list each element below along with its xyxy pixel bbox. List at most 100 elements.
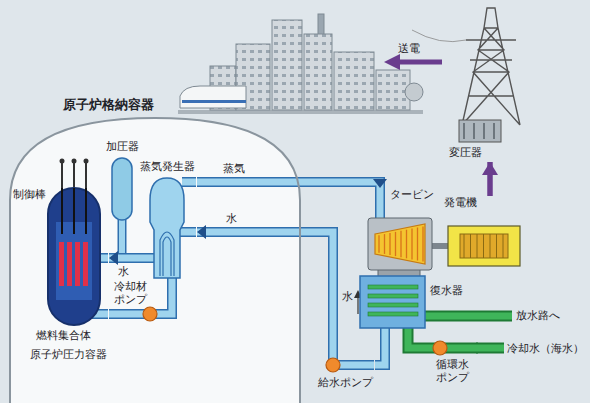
control-rod xyxy=(73,188,75,234)
containment-fill xyxy=(10,118,300,403)
component-node: 復水器 xyxy=(358,272,470,328)
pipe-wall xyxy=(114,309,166,319)
fuel-assembly xyxy=(67,242,72,286)
turbine-blade xyxy=(417,228,418,261)
component-label: 復水器 xyxy=(430,284,463,297)
containment-outline xyxy=(10,118,300,403)
pipe-bore xyxy=(377,188,384,222)
component-node: タービン xyxy=(365,188,436,274)
pipe-bore xyxy=(197,182,380,188)
fuel-assembly xyxy=(83,242,88,286)
pipe-connector xyxy=(197,179,387,188)
pipe-wall xyxy=(182,177,196,187)
component-label: タービン xyxy=(390,188,434,201)
component-node: 蒸気発生器 xyxy=(138,160,197,282)
pipe-bore xyxy=(375,328,385,365)
pressurizer-pipe xyxy=(122,218,123,258)
turbine-casing xyxy=(368,218,432,270)
pump-symbol xyxy=(326,358,340,372)
arrow-head xyxy=(109,251,118,265)
control-rod xyxy=(73,162,75,234)
pipe-connector xyxy=(166,282,172,314)
generator-coil xyxy=(483,234,484,258)
generator-coil xyxy=(477,234,478,258)
flow-label: 水 xyxy=(342,290,353,303)
arrow-head xyxy=(482,162,498,175)
turbine-blade xyxy=(389,233,390,255)
pipe-wall xyxy=(375,188,385,222)
component-node: 加圧器 xyxy=(100,140,144,220)
steam-outlet xyxy=(182,182,196,183)
generator-coil xyxy=(490,234,491,258)
pipe-connector xyxy=(109,314,114,315)
turbine-blade xyxy=(384,234,385,254)
pipe-bore xyxy=(109,311,114,318)
component-node: 冷却材 ポンプ xyxy=(114,280,166,330)
component-label: 冷却材 ポンプ xyxy=(114,280,154,306)
transformer-fin xyxy=(463,123,465,139)
turbine-blade xyxy=(406,230,407,259)
pipe-wall xyxy=(109,309,114,319)
component-label: 発電機 xyxy=(444,196,477,209)
flow-label: 水 xyxy=(224,212,239,225)
pipe-wall xyxy=(197,182,380,188)
u-tube xyxy=(160,232,174,276)
part-label: 制御棒 xyxy=(13,188,46,201)
transformer-fin xyxy=(483,123,485,139)
generator-rotor xyxy=(460,234,508,258)
flow-label: 水 xyxy=(116,265,131,278)
component-node: 給水ポンプ xyxy=(316,356,375,396)
turbine-rotor xyxy=(375,224,425,264)
pipe-bore xyxy=(408,328,428,348)
pipe-wall xyxy=(166,282,172,314)
component-drawing xyxy=(138,160,197,282)
pipe-wall xyxy=(375,328,385,365)
pressurizer-vessel xyxy=(112,158,132,220)
component-label: 原子炉格納容器 xyxy=(63,98,154,111)
generator-coil xyxy=(496,234,497,258)
steam-generator-shell xyxy=(150,178,184,278)
condenser-tube xyxy=(368,303,418,307)
control-rod xyxy=(85,162,87,234)
control-rod xyxy=(85,188,87,234)
fuel-assembly xyxy=(59,242,64,286)
component-label: 変圧器 xyxy=(449,146,482,159)
part-label: 燃料集合体 xyxy=(36,329,91,342)
component-label: 循環水 ポンプ xyxy=(436,358,476,384)
flow-label: 蒸気 xyxy=(221,162,247,175)
pipe-bore xyxy=(166,282,172,314)
condenser-tube xyxy=(368,285,418,289)
generator-body xyxy=(448,226,520,266)
coolant-pipe xyxy=(114,314,166,315)
pipe-wall xyxy=(197,232,333,356)
condenser-tube xyxy=(368,312,418,316)
component-node: 発電機 xyxy=(440,196,525,270)
pressure-vessel xyxy=(48,188,100,325)
part-label: 放水路へ xyxy=(516,309,560,322)
pipe-connector xyxy=(197,225,333,356)
condenser-shell xyxy=(360,276,425,328)
flow-label: 送電 xyxy=(398,42,420,55)
control-rod-drive xyxy=(84,159,89,164)
generator-coil xyxy=(503,234,504,258)
pump-symbol xyxy=(433,341,447,355)
pipe-connector xyxy=(408,328,428,348)
turbine-blade xyxy=(411,229,412,260)
arrow-head xyxy=(373,179,387,188)
transformer-fin xyxy=(473,123,475,139)
pipe-wall xyxy=(408,328,428,348)
generator-coil xyxy=(470,234,471,258)
pipe-bore xyxy=(182,179,196,186)
control-rod xyxy=(61,162,63,234)
component-label: 給水ポンプ xyxy=(318,376,373,389)
component-node: 循環水 ポンプ xyxy=(428,340,478,392)
pipe-bore xyxy=(114,311,166,318)
turbine-blade xyxy=(395,232,396,256)
power-arrow xyxy=(482,162,498,196)
part-label: 冷却水（海水） xyxy=(507,342,584,355)
arrow-head xyxy=(197,225,206,239)
turbine-blade xyxy=(422,226,423,261)
pipe-connector xyxy=(109,251,138,265)
